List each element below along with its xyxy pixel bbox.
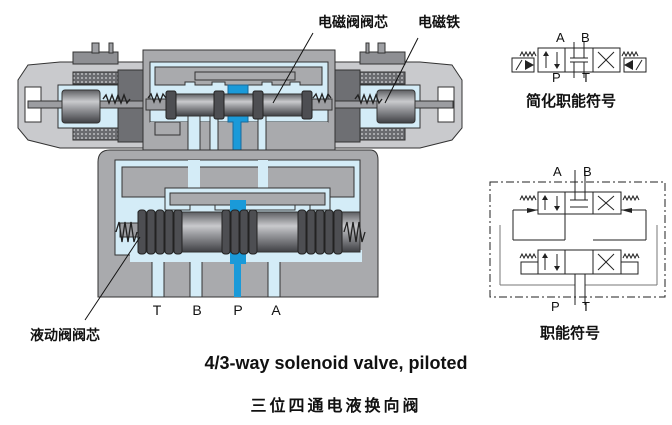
pilot-spool	[169, 93, 311, 117]
left-connector	[72, 51, 119, 65]
label-solenoid: 电磁铁	[418, 14, 460, 31]
main-valve: T B P A	[97, 149, 379, 318]
simple-port-b: B	[581, 30, 590, 45]
solenoid-leader	[384, 37, 419, 104]
pilot-spool-leader	[272, 32, 314, 104]
simple-port-p: P	[552, 70, 561, 85]
port-label-p: P	[233, 302, 242, 318]
detail-port-a: A	[553, 164, 562, 179]
left-coil-bottom	[72, 127, 119, 141]
port-label-t: T	[153, 302, 162, 318]
main-spool-lands	[137, 209, 343, 255]
port-label-a: A	[271, 302, 281, 318]
left-coil-top	[72, 71, 119, 85]
main-left-spring	[115, 221, 138, 243]
main-right-spring	[343, 221, 366, 243]
port-label-b: B	[192, 302, 201, 318]
label-main-spool: 液动阀阀芯	[30, 327, 100, 344]
simple-port-t: T	[582, 70, 590, 85]
detail-port-b: B	[583, 164, 592, 179]
left-armature	[61, 89, 101, 124]
simplified-symbol: A B P T 简化职能符号	[511, 30, 647, 110]
main-spool-leader	[84, 236, 141, 321]
right-connector	[359, 51, 406, 65]
label-simplified-symbol: 简化职能符号	[526, 92, 616, 110]
simple-port-a: A	[556, 30, 565, 45]
caption-chinese: 三位四通电液换向阀	[250, 396, 422, 415]
caption-english: 4/3-way solenoid valve, piloted	[204, 353, 468, 373]
right-armature	[376, 89, 416, 124]
detail-port-t: T	[582, 299, 590, 314]
label-pilot-spool: 电磁阀阀芯	[318, 14, 388, 31]
detail-port-p: P	[551, 299, 560, 314]
detailed-symbol: A B P T 职能符号	[489, 164, 666, 342]
right-coil-bottom	[359, 127, 406, 141]
label-detailed-symbol: 职能符号	[540, 324, 600, 342]
